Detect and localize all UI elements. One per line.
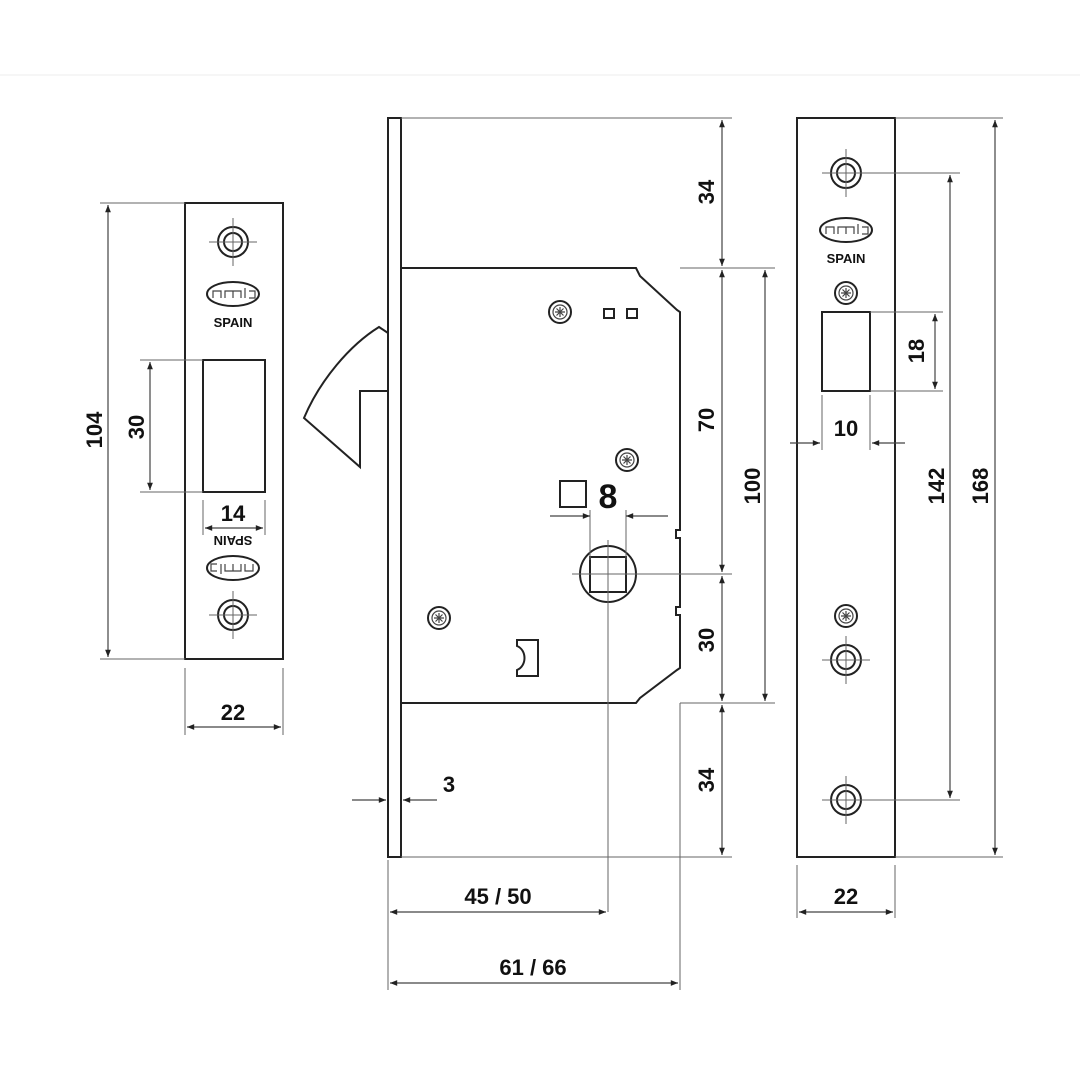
lock-body: 8 34 70 30 34 100 3 45 / 50 61 / 66 bbox=[302, 117, 775, 990]
dim-upper: 70 bbox=[694, 408, 719, 432]
origin-label: SPAIN bbox=[827, 251, 866, 266]
screw-hole-icon bbox=[821, 775, 871, 825]
screw-icon bbox=[615, 448, 639, 472]
dim-slot-width: 10 bbox=[834, 416, 858, 441]
origin-label-inverted: SPAIN bbox=[214, 533, 253, 548]
screw-icon bbox=[427, 606, 451, 630]
left-strike-plate: SPAIN SPAIN 104 30 14 22 bbox=[82, 202, 284, 735]
screw-icon bbox=[834, 281, 858, 305]
dim-slot-width: 14 bbox=[221, 501, 246, 526]
screw-hole-icon bbox=[821, 635, 871, 685]
square-spindle-icon bbox=[559, 480, 587, 508]
dim-depth: 61 / 66 bbox=[499, 955, 566, 980]
screw-icon bbox=[548, 300, 572, 324]
amig-logo-icon bbox=[819, 217, 873, 243]
slot bbox=[516, 639, 539, 677]
latch-slot bbox=[202, 359, 266, 493]
dim-slot-height: 30 bbox=[124, 415, 149, 439]
screw-icon bbox=[834, 604, 858, 628]
spindle-size: 8 bbox=[599, 478, 618, 516]
screw-hole-icon bbox=[208, 590, 258, 640]
dim-backset: 45 / 50 bbox=[464, 884, 531, 909]
dim-slot-height: 18 bbox=[904, 339, 929, 363]
dim-case: 100 bbox=[740, 468, 765, 505]
amig-logo-icon bbox=[206, 281, 260, 307]
latch-bolt bbox=[302, 325, 389, 470]
lock-case bbox=[400, 267, 681, 704]
dim-width: 22 bbox=[221, 700, 245, 725]
amig-logo-icon bbox=[206, 555, 260, 581]
latch-opening bbox=[821, 311, 871, 392]
dim-hole-spacing: 142 bbox=[924, 468, 949, 505]
origin-label: SPAIN bbox=[214, 315, 253, 330]
screw-hole-icon bbox=[208, 217, 258, 267]
dim-faceplate: 3 bbox=[443, 772, 455, 797]
dim-top: 34 bbox=[694, 179, 719, 204]
screw-hole-icon bbox=[821, 148, 871, 198]
dim-height: 168 bbox=[968, 468, 993, 505]
dim-bottom: 34 bbox=[694, 767, 719, 792]
dim-lower: 30 bbox=[694, 628, 719, 652]
dim-height: 104 bbox=[82, 411, 107, 448]
dim-width: 22 bbox=[834, 884, 858, 909]
right-faceplate: SPAIN 18 10 142 168 22 bbox=[790, 117, 1003, 918]
faceplate bbox=[387, 117, 402, 858]
